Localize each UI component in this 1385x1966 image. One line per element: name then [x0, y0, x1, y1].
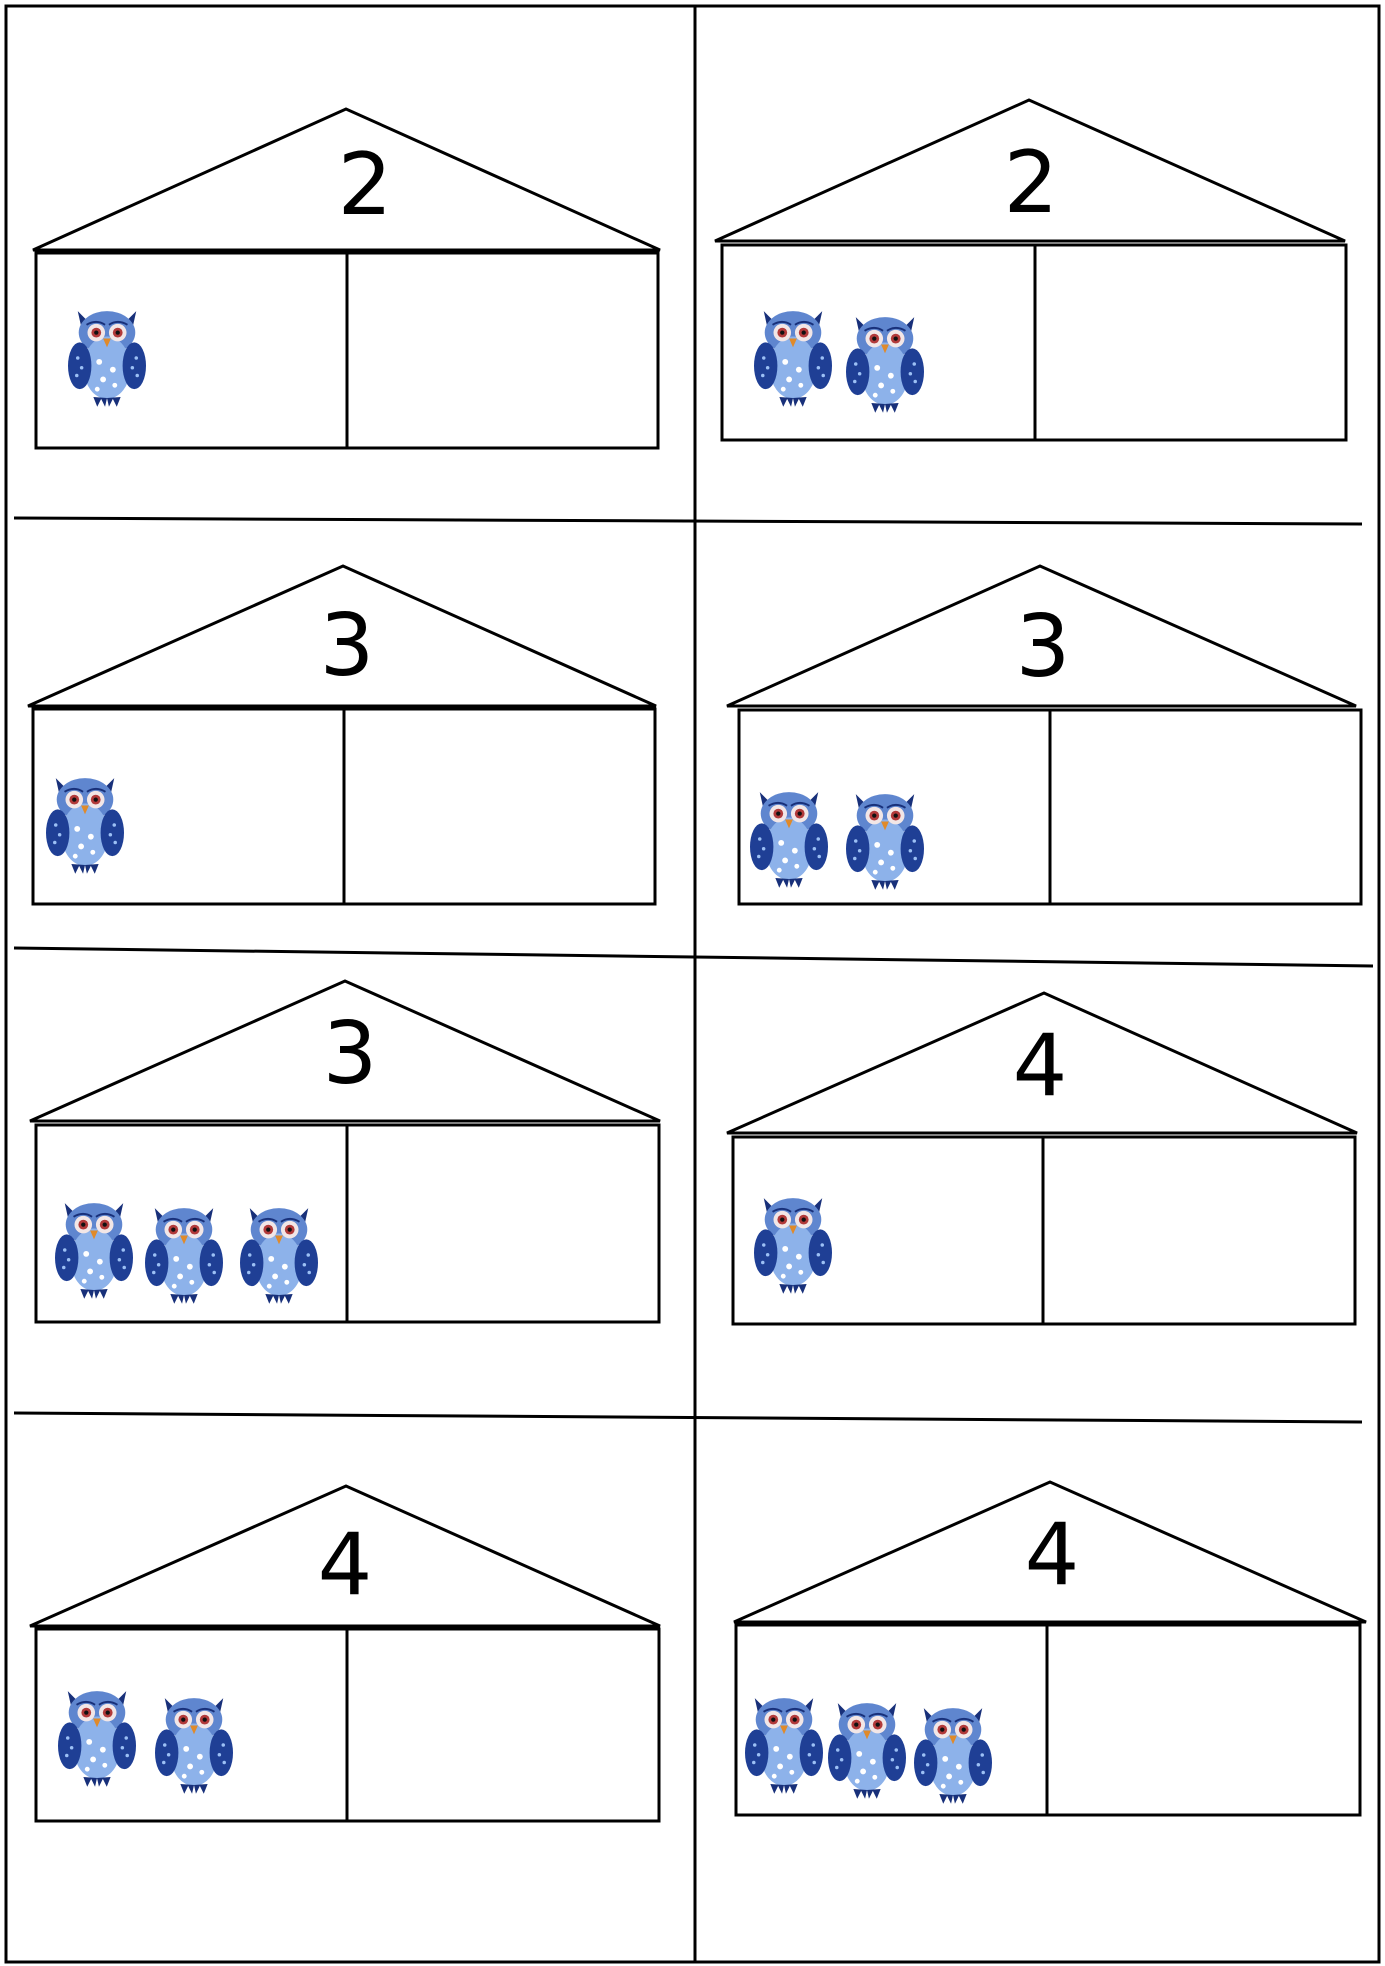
- owl-icon: [828, 1703, 906, 1799]
- owl-icon: [55, 1203, 133, 1299]
- worksheet-grid: [6, 6, 1379, 1962]
- left-room: [745, 1698, 992, 1804]
- left-room: [754, 1198, 832, 1294]
- owl-icon: [240, 1208, 318, 1304]
- number-house-card-8: 4: [734, 1482, 1366, 1815]
- horizontal-divider-3: [14, 1413, 1362, 1422]
- owl-icon: [754, 311, 832, 407]
- left-room: [754, 311, 924, 413]
- number-house-card-4: 3: [727, 566, 1361, 904]
- owl-icon: [58, 1691, 136, 1787]
- horizontal-divider-1: [14, 518, 1362, 524]
- owl-icon: [750, 792, 828, 888]
- page-border: [6, 6, 1379, 1962]
- house-number: 4: [1025, 1505, 1080, 1605]
- house-number: 2: [1004, 133, 1059, 233]
- number-house-card-5: 3: [30, 981, 660, 1322]
- number-house-card-6: 4: [727, 993, 1357, 1324]
- owl-icon: [46, 778, 124, 874]
- left-room: [55, 1203, 318, 1304]
- house-number: 4: [1013, 1016, 1068, 1116]
- owl-icon: [914, 1708, 992, 1804]
- owl-icon: [754, 1198, 832, 1294]
- number-house-card-7: 4: [30, 1486, 660, 1821]
- owl-icon: [846, 317, 924, 413]
- house-number: 2: [338, 135, 393, 235]
- left-room: [46, 778, 124, 874]
- left-room: [68, 311, 146, 407]
- owl-icon: [846, 794, 924, 890]
- number-house-card-2: 2: [715, 100, 1346, 440]
- owl-icon: [745, 1698, 823, 1794]
- house-number: 3: [323, 1004, 378, 1104]
- left-room: [750, 792, 924, 890]
- number-house-card-1: 2: [33, 109, 660, 448]
- owl-icon: [145, 1208, 223, 1304]
- owl-icon: [155, 1698, 233, 1794]
- owl-icon: [68, 311, 146, 407]
- left-room: [58, 1691, 233, 1794]
- house-number: 3: [320, 596, 375, 696]
- house-number: 4: [318, 1515, 373, 1615]
- house-number: 3: [1016, 597, 1071, 697]
- number-house-card-3: 3: [28, 566, 656, 904]
